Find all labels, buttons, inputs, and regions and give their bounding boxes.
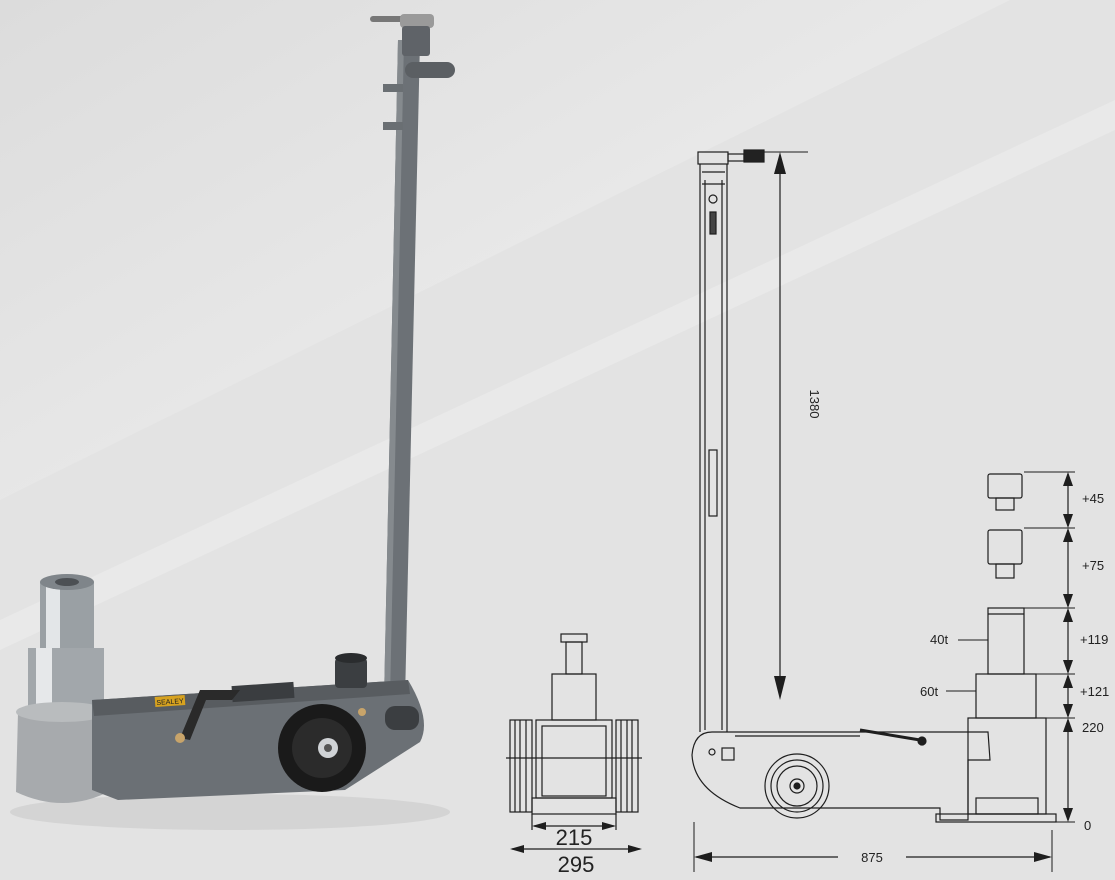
side-dimension-1380: 1380 <box>764 151 822 700</box>
capacity-callout-60t: 60t <box>920 684 976 699</box>
capacity-60t: 60t <box>920 684 938 699</box>
front-body-inner <box>541 725 607 797</box>
bolt <box>175 733 185 743</box>
side-height-dimensions <box>1063 472 1073 822</box>
front-ram-upper <box>565 641 583 675</box>
handle-clip-upper <box>383 84 403 92</box>
jack-wheel-axle <box>324 744 332 752</box>
front-saddle <box>560 633 588 643</box>
side-dimension-875: 875 <box>693 822 1053 872</box>
handle-crossbar <box>405 62 455 78</box>
dim-295: 295 <box>558 852 595 877</box>
side-handle-valve <box>743 149 765 163</box>
front-view-drawing <box>506 633 642 830</box>
jack-base-top <box>16 702 108 722</box>
piston-lower-shine <box>36 648 52 714</box>
side-ram-60t <box>975 673 1037 719</box>
side-ram-40t <box>987 607 1025 675</box>
side-badge <box>721 747 735 761</box>
side-base-foot <box>975 797 1039 815</box>
bolt-right <box>358 708 366 716</box>
dim-220: 220 <box>1082 720 1104 735</box>
jack-photo: SEALEY <box>10 14 455 830</box>
side-handle-clip <box>709 211 717 235</box>
dim-plus121: +121 <box>1080 684 1109 699</box>
jack-base-cylinder <box>16 712 112 804</box>
brand-sticker-text: SEALEY <box>156 698 184 707</box>
front-body <box>535 719 613 799</box>
side-body <box>691 731 991 821</box>
extension-75 <box>987 529 1023 565</box>
side-handle-hole <box>708 194 718 204</box>
jack-shadow <box>10 794 450 830</box>
side-handle-top <box>697 151 729 165</box>
dim-215: 215 <box>556 825 593 850</box>
jack-handle-highlight <box>384 40 404 700</box>
brand-sticker <box>154 694 186 708</box>
front-wheel-left <box>509 719 533 813</box>
front-base <box>531 797 617 815</box>
side-base-plate <box>935 813 1057 823</box>
front-dimension-215: 215 <box>532 822 616 850</box>
side-release-handle <box>859 728 921 742</box>
piston-top-hole <box>55 578 79 586</box>
pump-cylinder-top <box>335 653 367 663</box>
side-handle-grip <box>708 449 718 517</box>
dim-zero: 0 <box>1084 818 1091 833</box>
release-knob <box>385 706 419 730</box>
pump-cylinder <box>335 658 367 688</box>
dim-plus45: +45 <box>1082 491 1104 506</box>
front-dimension-295: 295 <box>510 845 642 877</box>
dim-plus119: +119 <box>1080 632 1108 647</box>
dim-875: 875 <box>861 850 883 865</box>
label-plate <box>231 681 295 703</box>
side-wheel <box>764 753 830 819</box>
extension-45 <box>987 473 1023 499</box>
capacity-callout-40t: 40t <box>930 632 988 647</box>
piston-upper-shine <box>46 582 60 652</box>
handle-clip-lower <box>383 122 403 130</box>
release-handle <box>180 690 240 740</box>
dim-plus75: +75 <box>1082 558 1104 573</box>
front-ram-lower <box>551 673 597 721</box>
capacity-40t: 40t <box>930 632 948 647</box>
handle-top-knob <box>400 14 434 28</box>
dim-1380: 1380 <box>807 390 822 419</box>
handle-top-cap <box>402 26 430 56</box>
background-band <box>0 100 1115 650</box>
side-view-drawing <box>691 149 1075 823</box>
